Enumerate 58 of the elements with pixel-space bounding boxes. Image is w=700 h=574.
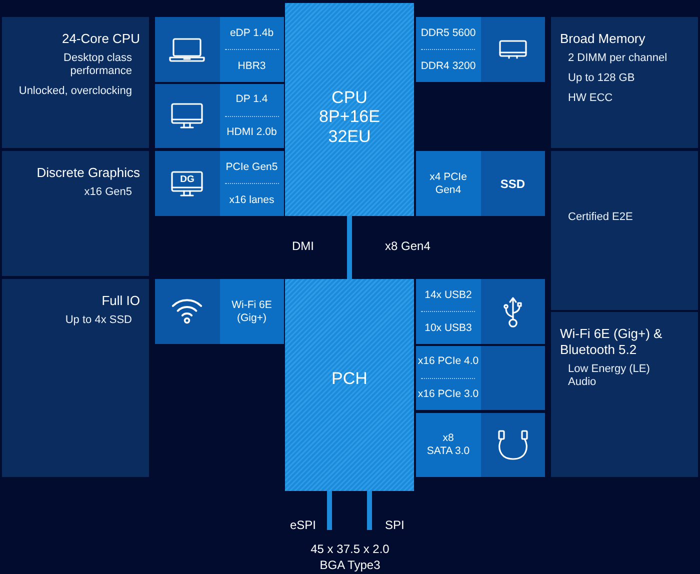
tile-label: DDR5 5600 — [420, 26, 476, 38]
interface-tile — [416, 17, 545, 82]
tile-label: SSD — [500, 176, 526, 190]
panel-text: Up to 4x SSD — [65, 314, 132, 326]
edge-label: SPI — [385, 518, 404, 532]
tile-label: DP 1.4 — [236, 93, 268, 106]
pin-line — [327, 491, 332, 530]
pch-block — [285, 279, 414, 491]
package-caption: 45 x 37.5 x 2.0 BGA Type3 — [310, 542, 390, 572]
cpu-block — [285, 3, 414, 216]
panel-heading: Discrete Graphics — [36, 165, 140, 180]
tile-label: x16 lanes — [229, 194, 274, 206]
interface-tile — [416, 279, 545, 344]
panel-text: Unlocked, overclocking — [18, 85, 132, 97]
tile-label: HDMI 2.0b — [226, 126, 277, 138]
interface-tile — [416, 151, 545, 216]
interface-tile — [155, 17, 284, 82]
feature-panel — [551, 17, 698, 148]
tile-label: 10x USB3 — [424, 322, 472, 334]
panel-heading: 24-Core CPU — [62, 31, 140, 46]
feature-panel — [2, 17, 149, 148]
panel-text: Certified E2E — [568, 211, 633, 223]
link-line — [347, 216, 352, 279]
panel-text: Desktop class performance — [64, 52, 132, 77]
panel-heading: Full IO — [102, 293, 140, 308]
feature-panel — [551, 151, 698, 310]
tile-label: DDR4 3200 — [420, 60, 476, 72]
panel-heading: Wi-Fi 6E (Gig+) & Bluetooth 5.2 — [560, 326, 662, 357]
tile-label: 14x USB2 — [424, 288, 472, 300]
panel-text: Low Energy (LE) Audio — [568, 363, 650, 388]
tile-label: Wi-Fi 6E (Gig+) — [232, 298, 272, 324]
tile-label: x16 PCIe 3.0 — [418, 388, 479, 400]
feature-panel — [2, 279, 149, 477]
panel-text: x16 Gen5 — [84, 186, 132, 198]
edge-label: eSPI — [290, 518, 316, 532]
tile-label: x4 PCIe Gen4 — [430, 170, 467, 196]
interface-tile — [155, 151, 284, 216]
panel-text: HW ECC — [568, 92, 613, 104]
panel-heading: Broad Memory — [560, 31, 646, 46]
feature-panel — [2, 151, 149, 276]
chip-label: PCH — [332, 369, 368, 388]
tile-label: x8 SATA 3.0 — [426, 432, 470, 458]
tile-label: eDP 1.4b — [230, 26, 274, 38]
edge-label: DMI — [292, 239, 314, 253]
interface-tile — [155, 84, 284, 148]
chip-label: CPU 8P+16E 32EU — [319, 88, 380, 146]
tile-label: x16 PCIe 4.0 — [418, 355, 479, 368]
tile-label: PCIe Gen5 — [226, 160, 278, 172]
interface-tile — [155, 279, 284, 344]
feature-panel — [551, 312, 698, 477]
screen-label: DG — [180, 174, 194, 184]
panel-text: 2 DIMM per channel — [568, 52, 668, 64]
link-label: x8 Gen4 — [385, 239, 430, 253]
interface-tile — [416, 413, 545, 477]
tile-label: HBR3 — [238, 60, 266, 72]
panel-text: Up to 128 GB — [568, 72, 635, 84]
pin-line — [367, 491, 372, 530]
interface-tile — [416, 346, 545, 410]
